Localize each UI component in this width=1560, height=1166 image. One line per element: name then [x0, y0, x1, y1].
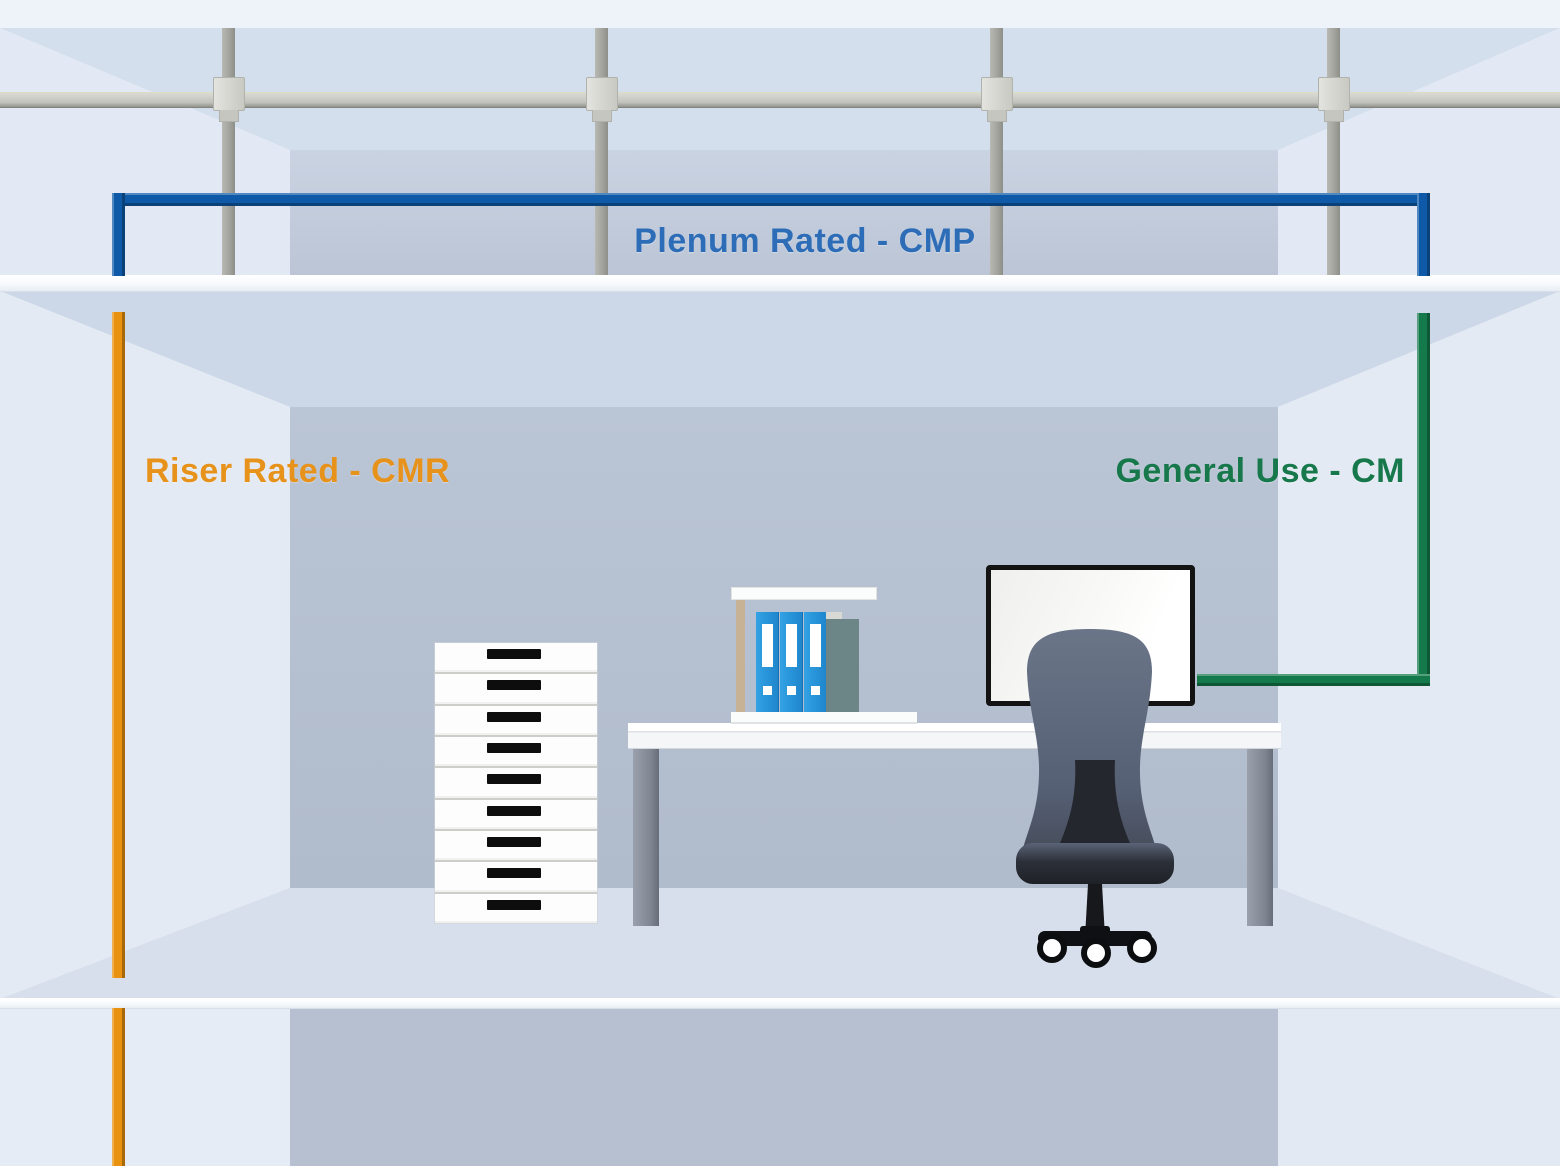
- binder-dot: [763, 686, 772, 695]
- drawer: [435, 799, 597, 831]
- pipe-coupler: [213, 77, 245, 111]
- drawer-handle: [487, 649, 541, 659]
- lower-right-wall: [1278, 1008, 1560, 1166]
- chair-backrest: [1021, 629, 1158, 857]
- binder-row: [756, 612, 828, 713]
- riser-rated-label: Riser Rated - CMR: [145, 452, 451, 490]
- plenum-conduit-pipe: [0, 92, 1560, 108]
- drawer: [435, 862, 597, 894]
- chair-wheel: [1127, 933, 1157, 963]
- desk-leg-left: [633, 749, 659, 926]
- drawer-cabinet: [435, 643, 597, 923]
- drawer-handle: [487, 680, 541, 691]
- drawer: [435, 643, 597, 675]
- chair-back-stem: [1057, 760, 1133, 850]
- bookstand-pole: [736, 600, 745, 713]
- general-use-label: General Use - CM: [1115, 452, 1405, 490]
- drawer: [435, 893, 597, 923]
- book-row: [826, 612, 906, 713]
- chair-wheel: [1037, 933, 1067, 963]
- binder-dot: [787, 686, 796, 695]
- plenum-cable-cmp-right-drop: [1417, 193, 1430, 276]
- riser-cable-cmr-lower: [112, 1008, 125, 1166]
- general-cable-cm-horizontal: [1197, 674, 1430, 686]
- drawer-handle: [487, 836, 541, 847]
- drawer: [435, 830, 597, 863]
- binder-label: [786, 624, 797, 667]
- plenum-right-wall: [1278, 28, 1560, 276]
- office-left-wall: [0, 291, 290, 999]
- plenum-cable-cmp-left-drop: [112, 193, 125, 276]
- plenum-ceiling: [0, 28, 1560, 150]
- book: [826, 619, 859, 713]
- office-ceiling: [0, 291, 1560, 407]
- floor-slab: [0, 999, 1560, 1008]
- drawer-handle: [487, 711, 541, 722]
- plenum-rated-label: Plenum Rated - CMP: [634, 222, 976, 260]
- bookstand-base: [731, 712, 917, 724]
- drawer-handle: [487, 868, 541, 879]
- chair-seat: [1016, 843, 1174, 884]
- riser-cable-cmr-upper: [112, 312, 125, 978]
- desk-leg-right: [1247, 749, 1273, 926]
- general-cable-cm-vertical: [1417, 313, 1430, 686]
- desk-top: [628, 723, 1281, 749]
- binder: [756, 612, 779, 713]
- roof-slab: [0, 0, 1560, 28]
- binder: [804, 612, 827, 713]
- bookstand-top-shelf: [731, 587, 877, 600]
- drawer-handle: [487, 899, 541, 910]
- binder-label: [762, 624, 773, 667]
- pipe-coupler-tab: [592, 110, 612, 122]
- drawer: [435, 768, 597, 800]
- pipe-coupler: [1318, 77, 1350, 111]
- plenum-left-wall: [0, 28, 290, 276]
- drawer: [435, 736, 597, 769]
- plenum-back-wall: [290, 150, 1278, 276]
- binder-dot: [811, 686, 820, 695]
- lower-back-wall: [290, 1008, 1278, 1166]
- pipe-coupler: [981, 77, 1013, 111]
- chair-post: [1085, 884, 1105, 937]
- ceiling-slab: [0, 276, 1560, 291]
- pipe-coupler-tab: [1324, 110, 1344, 122]
- drawer-handle: [487, 774, 541, 785]
- pipe-coupler-tab: [219, 110, 239, 122]
- chair-base-hub: [1080, 926, 1110, 942]
- pipe-coupler-tab: [987, 110, 1007, 122]
- drawer-handle: [487, 742, 541, 753]
- office-floor: [0, 888, 1560, 999]
- drawer: [435, 674, 597, 706]
- drawer: [435, 705, 597, 737]
- binder: [780, 612, 803, 713]
- plenum-cable-cmp: [112, 193, 1430, 206]
- binder-label: [810, 624, 821, 667]
- lower-left-wall: [0, 1008, 290, 1166]
- drawer-handle: [487, 805, 541, 816]
- chair-wheel: [1081, 938, 1111, 968]
